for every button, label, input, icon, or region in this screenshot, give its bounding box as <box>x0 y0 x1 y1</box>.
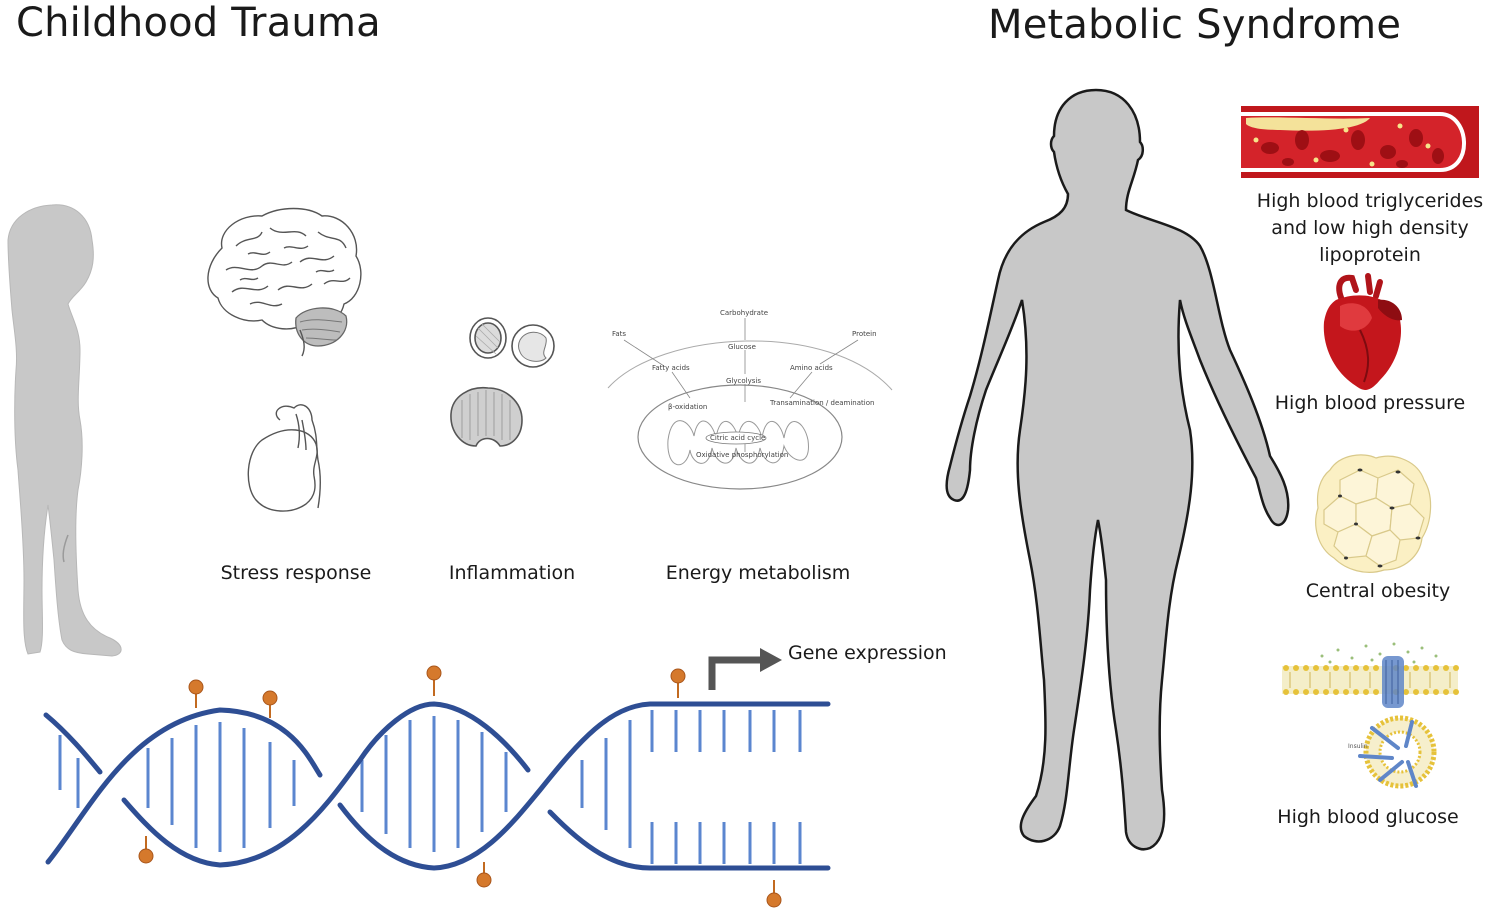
methyl-group-icon <box>188 679 204 695</box>
fatty-acids-label: Fatty acids <box>652 364 690 372</box>
gene-expression-label: Gene expression <box>788 642 947 664</box>
high-blood-pressure-label: High blood pressure <box>1274 392 1466 414</box>
stress-response-label: Stress response <box>220 562 372 584</box>
inflammation-label: Inflammation <box>448 562 576 584</box>
methyl-group-icon <box>426 665 442 681</box>
methyl-group-icon <box>262 690 278 706</box>
oxphos-label: Oxidative phosphorylation <box>696 451 788 459</box>
high-blood-glucose-label: High blood glucose <box>1277 806 1459 828</box>
transamination-label: Transamination / deamination <box>769 399 874 407</box>
carbohydrate-label: Carbohydrate <box>720 309 768 317</box>
methyl-group-icon <box>138 848 154 864</box>
glycolysis-label: Glycolysis <box>726 377 761 385</box>
fats-label: Fats <box>612 330 626 338</box>
methyl-group-icon <box>476 872 492 888</box>
triglycerides-label: High blood triglycerides and low high de… <box>1256 190 1484 266</box>
methyl-group-icon <box>670 668 686 684</box>
insulin-tag-label: Insulin <box>1348 743 1368 750</box>
metabolic-syndrome-title: Metabolic Syndrome <box>988 2 1402 48</box>
protein-label: Protein <box>852 330 877 338</box>
glucose-label: Glucose <box>728 343 756 351</box>
beta-oxidation-label: β-oxidation <box>668 403 707 411</box>
childhood-trauma-title: Childhood Trauma <box>16 0 381 46</box>
methyl-group-icon <box>766 892 782 908</box>
energy-metabolism-label: Energy metabolism <box>665 562 851 584</box>
citric-acid-label: Citric acid cycle <box>710 434 765 442</box>
central-obesity-label: Central obesity <box>1305 580 1451 602</box>
amino-acids-label: Amino acids <box>790 364 833 372</box>
